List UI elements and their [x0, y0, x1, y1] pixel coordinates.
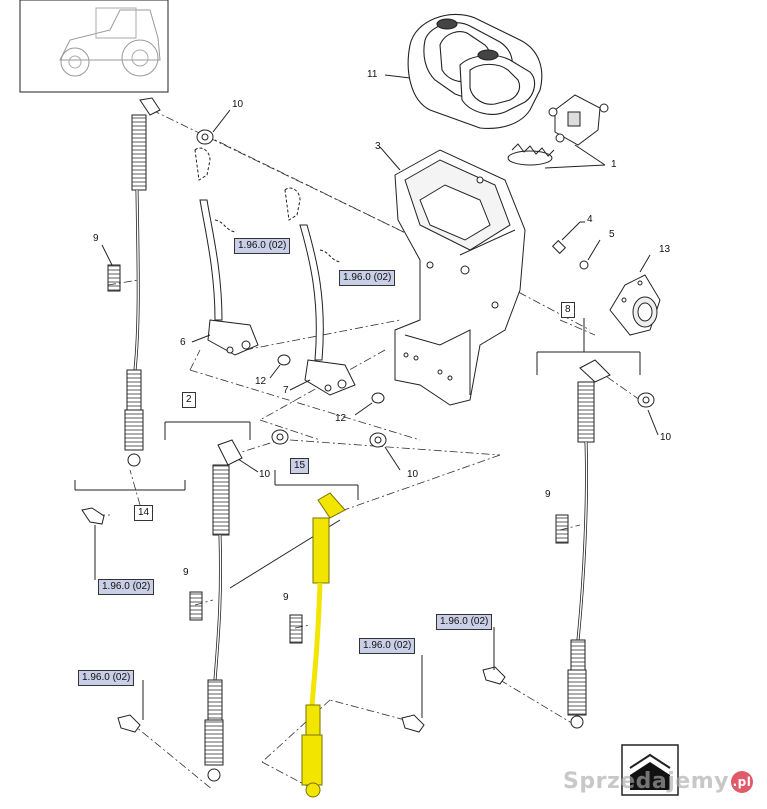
- reference-link[interactable]: 1.96.0 (02): [436, 614, 493, 630]
- callout-1: 1: [611, 159, 617, 170]
- callout-4: 4: [587, 214, 593, 225]
- callout-9: 9: [93, 233, 99, 244]
- callout-7: 7: [283, 385, 289, 396]
- callout-3: 3: [375, 141, 381, 152]
- reference-link[interactable]: 1.96.0 (02): [359, 638, 416, 654]
- next-page-icon[interactable]: [621, 744, 679, 796]
- rubber-boot-part-11: [384, 14, 543, 129]
- group-box-2[interactable]: 2: [182, 392, 196, 408]
- cable-right: [536, 318, 641, 729]
- watermark-badge: .pl: [731, 771, 753, 793]
- callout-11: 11: [367, 69, 378, 80]
- bolt-part-4: [551, 221, 585, 255]
- bushing-part-9: [101, 244, 569, 644]
- cable-left: [74, 97, 186, 491]
- callout-10: 10: [660, 432, 672, 443]
- cable-middle: [164, 421, 341, 782]
- reference-link[interactable]: 1.96.0 (02): [78, 670, 135, 686]
- highlighted-cable-part-15: [274, 470, 359, 798]
- bearing-housing-part-13: [609, 254, 661, 336]
- callout-9: 9: [183, 567, 189, 578]
- callout-5: 5: [609, 229, 615, 240]
- nut-part-5: [579, 239, 601, 270]
- reference-link[interactable]: 1.96.0 (02): [234, 238, 291, 254]
- group-box-15[interactable]: 15: [290, 458, 310, 474]
- bracket-spring-part-1: [507, 94, 609, 169]
- callout-12: 12: [335, 413, 347, 424]
- main-frame-part-3: [379, 146, 526, 406]
- group-box-14[interactable]: 14: [134, 505, 154, 521]
- callout-10: 10: [259, 469, 271, 480]
- pin-part-12: [269, 354, 385, 416]
- callout-10: 10: [232, 99, 244, 110]
- washer-part-10: [196, 109, 659, 473]
- stud-bolt-part-14: [81, 507, 105, 580]
- callout-10: 10: [407, 469, 419, 480]
- watermark-text: Sprzedajemy: [563, 769, 729, 794]
- callout-9: 9: [283, 592, 289, 603]
- callout-9: 9: [545, 489, 551, 500]
- leader-lines: [97, 109, 641, 791]
- tractor-thumbnail-icon: [19, 0, 169, 93]
- group-box-8[interactable]: 8: [561, 302, 575, 318]
- callout-13: 13: [659, 244, 671, 255]
- stud-bolts: [117, 627, 506, 733]
- watermark: Sprzedajemy.pl: [563, 769, 753, 794]
- callout-6: 6: [180, 337, 186, 348]
- callout-12: 12: [255, 376, 267, 387]
- gear-lever-part-6: [191, 147, 259, 356]
- reference-link[interactable]: 1.96.0 (02): [339, 270, 396, 286]
- gear-lever-part-7: [284, 187, 356, 396]
- reference-link[interactable]: 1.96.0 (02): [98, 579, 155, 595]
